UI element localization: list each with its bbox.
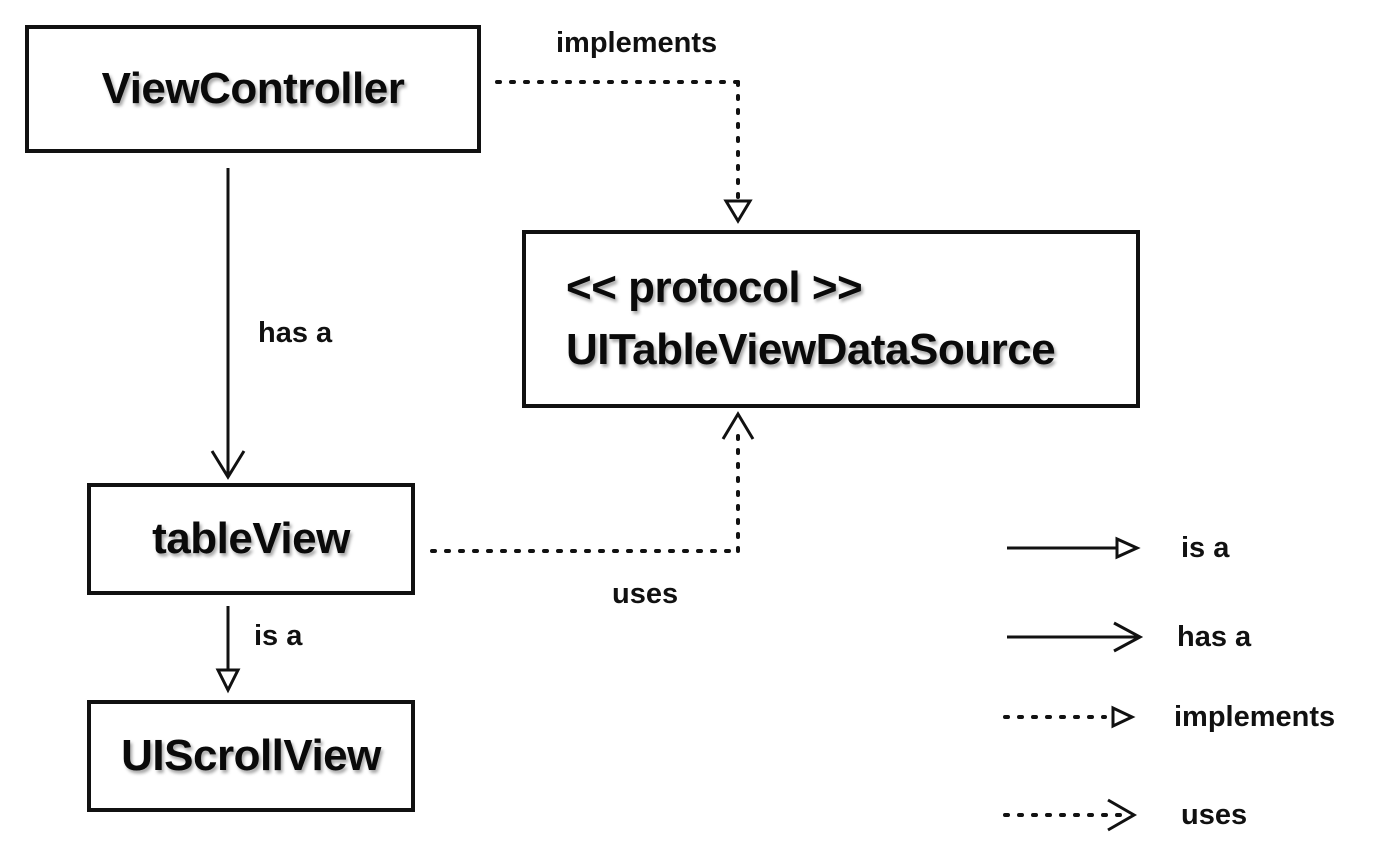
protocol-stereotype-label: << protocol >> — [566, 263, 863, 312]
has-a-connector — [210, 168, 246, 480]
hollow-triangle-arrowhead — [1111, 705, 1136, 729]
has-a-edge-label: has a — [258, 317, 333, 349]
implements-connector — [495, 80, 753, 224]
legend-has-a-line — [1007, 621, 1144, 653]
uses-connector — [430, 411, 755, 553]
open-arrowhead — [210, 450, 246, 480]
open-arrowhead — [1107, 798, 1138, 832]
uses-edge-label: uses — [612, 578, 679, 610]
legend-implements-line — [1003, 705, 1136, 729]
hollow-triangle-arrowhead — [1115, 536, 1141, 560]
protocol-box: << protocol >> UITableViewDataSource — [522, 230, 1140, 408]
legend-is-a-label: is a — [1181, 532, 1230, 564]
legend-uses-label: uses — [1181, 799, 1248, 831]
viewcontroller-label: ViewController — [101, 64, 405, 113]
uiscrollview-label: UIScrollView — [121, 731, 381, 780]
legend-is-a-line — [1007, 536, 1141, 560]
tableview-label: tableView — [152, 514, 350, 563]
open-arrowhead — [721, 411, 755, 440]
open-arrowhead — [1113, 621, 1144, 653]
implements-edge-label: implements — [556, 27, 718, 59]
legend-implements-label: implements — [1174, 701, 1336, 733]
tableview-box: tableView — [87, 483, 415, 595]
viewcontroller-box: ViewController — [25, 25, 481, 153]
legend-uses-line — [1003, 798, 1138, 832]
legend-has-a-label: has a — [1177, 621, 1252, 653]
is-a-connector — [215, 606, 241, 694]
hollow-triangle-arrowhead — [215, 668, 241, 694]
uiscrollview-box: UIScrollView — [87, 700, 415, 812]
protocol-name-label: UITableViewDataSource — [566, 325, 1056, 374]
is-a-edge-label: is a — [254, 620, 303, 652]
hollow-triangle-arrowhead — [723, 199, 753, 224]
